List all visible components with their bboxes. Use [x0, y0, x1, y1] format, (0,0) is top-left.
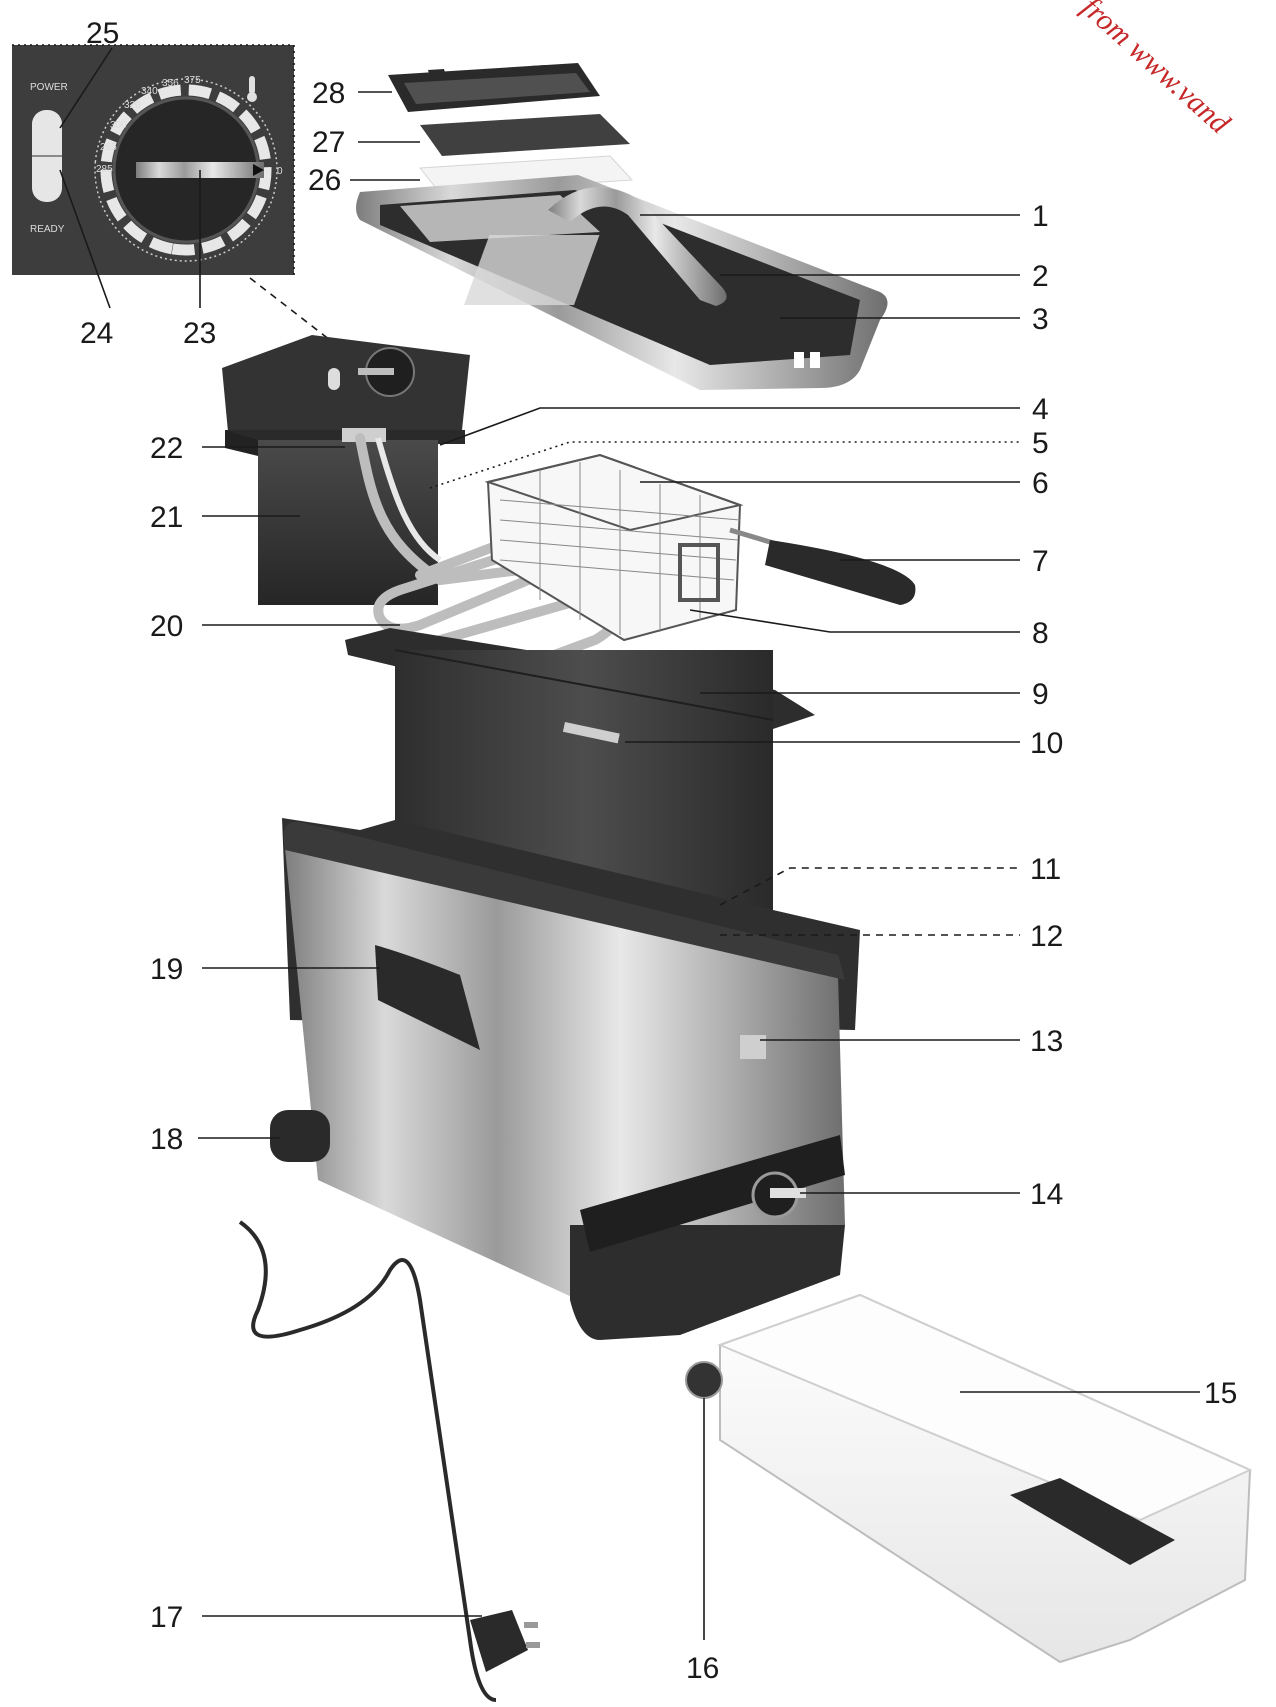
power-label: POWER: [30, 82, 68, 93]
leader-8: [689, 609, 1020, 633]
label-22: 22: [150, 432, 183, 465]
label-1: 1: [1032, 200, 1049, 233]
power-cord: [238, 1220, 540, 1702]
dial-temp-265: 265: [100, 142, 117, 153]
label-12: 12: [1030, 920, 1063, 953]
watermark-text: from www.vand: [1075, 0, 1237, 141]
frying-basket: [484, 453, 916, 642]
label-20: 20: [150, 610, 183, 643]
ready-label: READY: [30, 224, 65, 235]
label-3: 3: [1032, 303, 1049, 336]
label-4: 4: [1032, 393, 1049, 426]
label-9: 9: [1032, 678, 1049, 711]
label-28: 28: [312, 77, 345, 110]
label-27: 27: [312, 126, 345, 159]
control-module: [222, 335, 470, 605]
oil-storage-tank: [685, 1293, 1253, 1664]
leader-24: [59, 169, 111, 309]
label-26: 26: [308, 164, 341, 197]
label-2: 2: [1032, 260, 1049, 293]
dial-temp-356: 356: [162, 78, 179, 89]
thermostat-dial: 285 265 300 320 340 356 375 0: [94, 75, 283, 262]
label-17: 17: [150, 1601, 183, 1634]
leader-5: [429, 441, 1020, 489]
filter-cover: [388, 63, 600, 112]
label-14: 14: [1030, 1178, 1063, 1211]
label-6: 6: [1032, 467, 1049, 500]
leader-11: [719, 867, 1020, 906]
label-25: 25: [86, 17, 119, 50]
label-5: 5: [1032, 427, 1049, 460]
label-21: 21: [150, 501, 183, 534]
label-16: 16: [686, 1652, 719, 1685]
label-10: 10: [1030, 727, 1063, 760]
leader-4: [439, 407, 1020, 446]
label-13: 13: [1030, 1025, 1063, 1058]
label-8: 8: [1032, 617, 1049, 650]
dial-temp-320: 320: [124, 100, 141, 111]
fryer-housing: [270, 818, 860, 1340]
label-24: 24: [80, 317, 113, 350]
label-23: 23: [183, 317, 216, 350]
label-7: 7: [1032, 545, 1049, 578]
dial-temp-300: 300: [110, 120, 127, 131]
label-11: 11: [1030, 853, 1061, 886]
filter-pad: [420, 114, 630, 156]
leader-25: [59, 47, 113, 129]
dial-temp-285: 285: [96, 164, 113, 175]
label-15: 15: [1204, 1377, 1237, 1410]
thermometer-icon: [247, 76, 257, 102]
indicator-lights: POWER READY: [30, 82, 68, 235]
label-18: 18: [150, 1123, 183, 1156]
lid-assembly: [356, 175, 888, 390]
dial-temp-375: 375: [184, 75, 201, 86]
dial-temp-340: 340: [141, 86, 158, 97]
dial-off: 0: [277, 166, 283, 177]
label-19: 19: [150, 953, 183, 986]
control-panel-inset: POWER READY 285 265 300 320 340 356 375 …: [12, 44, 295, 275]
